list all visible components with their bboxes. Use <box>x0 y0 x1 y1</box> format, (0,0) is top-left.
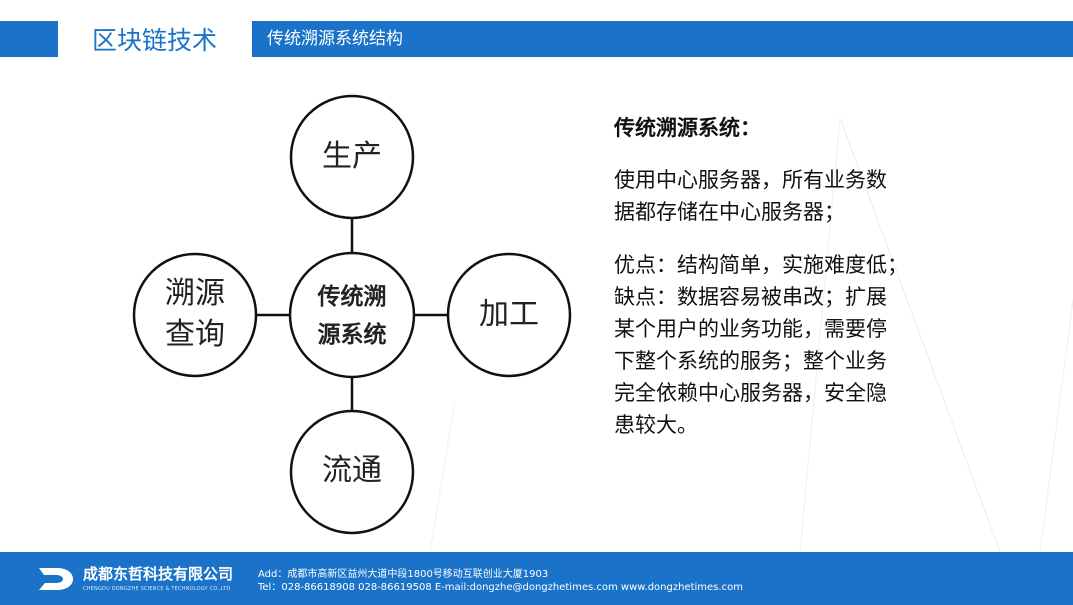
node-bottom-circle <box>289 409 415 535</box>
header-subtitle-bar <box>252 21 1073 57</box>
description-line: 据都存储在中心服务器； <box>614 200 845 224</box>
page-title: 区块链技术 <box>92 26 218 55</box>
node-left-label-line1: 溯源 <box>165 276 225 311</box>
company-name-english: CHENGDU DONGZHE SCIENCE & TECHNOLOGY CO.… <box>83 586 231 592</box>
description-line: 下整个系统的服务；整个业务 <box>614 349 887 373</box>
company-contact: Tel：028-86618908 028-86619508 E-mail:don… <box>258 582 743 593</box>
node-right-circle <box>446 252 572 378</box>
node-right-label: 加工 <box>479 297 539 332</box>
company-name: 成都东哲科技有限公司 <box>83 565 234 583</box>
description-block: 传统溯源系统： 使用中心服务器，所有业务数 据都存储在中心服务器； 优点：结构简… <box>614 112 994 441</box>
description-line: 某个用户的业务功能，需要停 <box>614 317 887 341</box>
description-line: 完全依赖中心服务器，安全隐 <box>614 381 887 405</box>
node-center-label-line2: 源系统 <box>317 322 387 348</box>
node-bottom-label: 流通 <box>322 453 382 488</box>
node-top-circle <box>289 94 415 220</box>
description-line: 优点：结构简单，实施难度低； <box>614 253 908 277</box>
description-heading: 传统溯源系统： <box>614 115 761 140</box>
node-left-label-line2: 查询 <box>165 317 225 352</box>
company-logo-icon <box>39 568 73 590</box>
node-top-label: 生产 <box>322 139 382 174</box>
header-accent-bar <box>0 21 58 57</box>
node-left-circle <box>132 252 258 378</box>
background-decoration <box>429 117 1073 552</box>
company-address: Add：成都市高新区益州大道中段1800号移动互联创业大厦1903 <box>258 569 549 580</box>
page-subtitle: 传统溯源系统结构 <box>267 29 403 49</box>
node-center-label-line1: 传统溯 <box>317 284 387 310</box>
node-center-circle <box>288 251 416 379</box>
description-line: 使用中心服务器，所有业务数 <box>614 168 887 192</box>
description-line: 患较大。 <box>614 413 698 437</box>
traceability-diagram <box>132 94 572 535</box>
footer-bar <box>0 552 1073 605</box>
description-line: 缺点：数据容易被串改；扩展 <box>614 285 887 309</box>
